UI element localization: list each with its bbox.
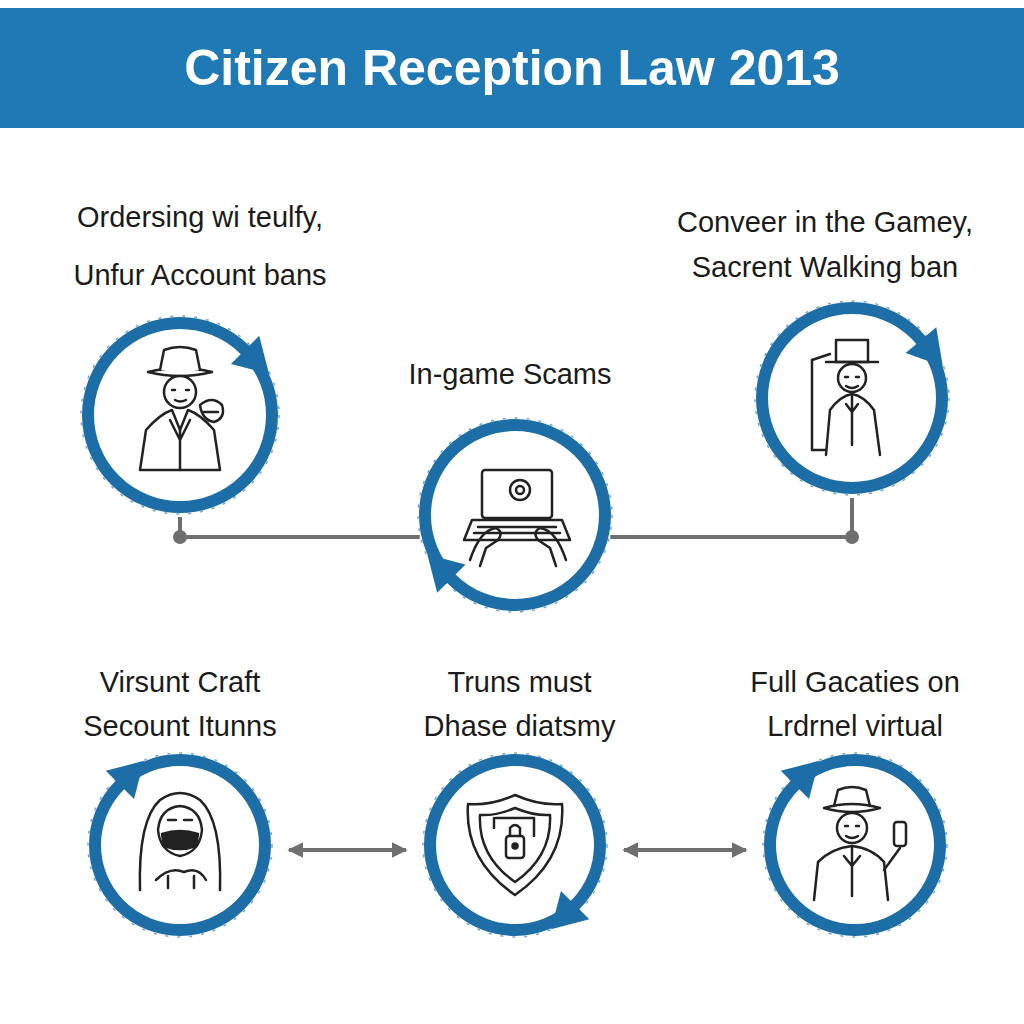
circle-outline bbox=[56, 291, 304, 539]
circle-outline bbox=[730, 276, 974, 520]
ring-arrowhead bbox=[551, 891, 589, 929]
ring-arrowhead bbox=[106, 761, 144, 799]
ring-texture bbox=[81, 316, 279, 514]
step-label: Conveer in the Gamey, Sacrent Walking ba… bbox=[660, 200, 990, 290]
ring bbox=[425, 425, 605, 605]
step-label: Truns must Dhase diatsmy bbox=[417, 660, 622, 748]
ring-texture bbox=[418, 418, 612, 612]
step-label: In-game Scams bbox=[360, 352, 660, 397]
shield-icon bbox=[468, 795, 563, 895]
ring bbox=[762, 308, 942, 488]
ring-texture bbox=[423, 753, 607, 937]
connector bbox=[180, 517, 420, 537]
circle-outline bbox=[738, 728, 972, 962]
circle-step: Truns must Dhase diatsmy bbox=[417, 660, 622, 962]
circle-step: Ordersing wi teulfy, Unfur Account bans bbox=[50, 188, 350, 539]
ring-arrowhead bbox=[781, 761, 819, 799]
connector bbox=[610, 498, 852, 537]
ring-arrowhead bbox=[427, 555, 465, 593]
circle-step: Full Gacaties on Lrdrnel virtual bbox=[715, 660, 995, 962]
step-label: Virsunt Craft Secount Itunns bbox=[50, 660, 310, 748]
ring bbox=[430, 760, 600, 930]
connector-dot bbox=[845, 530, 859, 544]
circle-step: Conveer in the Gamey, Sacrent Walking ba… bbox=[660, 200, 990, 520]
laptop-icon bbox=[464, 470, 570, 566]
diagram-title: Citizen Reception Law 2013 bbox=[0, 8, 1024, 128]
step-label: Full Gacaties on Lrdrnel virtual bbox=[715, 660, 995, 748]
ring-arrowhead bbox=[906, 327, 943, 366]
person-icon bbox=[140, 347, 223, 470]
ring-texture bbox=[763, 753, 947, 937]
circle-outline bbox=[398, 728, 632, 962]
connector bbox=[289, 848, 406, 852]
person-icon bbox=[814, 787, 906, 900]
circle-step: Virsunt Craft Secount Itunns bbox=[50, 660, 310, 962]
step-label: Ordersing wi teulfy, Unfur Account bans bbox=[50, 188, 350, 304]
person-icon bbox=[812, 340, 880, 455]
hooded-icon bbox=[140, 793, 220, 890]
circle-outline bbox=[393, 393, 637, 637]
connector bbox=[624, 848, 746, 852]
ring-texture bbox=[755, 301, 949, 495]
circle-outline bbox=[63, 728, 297, 962]
connector-dot bbox=[173, 530, 187, 544]
ring-arrowhead bbox=[231, 336, 269, 374]
ring bbox=[95, 760, 265, 930]
ring-texture bbox=[88, 753, 272, 937]
ring bbox=[770, 760, 940, 930]
circle-step: In-game Scams bbox=[360, 352, 660, 637]
ring bbox=[88, 323, 272, 507]
